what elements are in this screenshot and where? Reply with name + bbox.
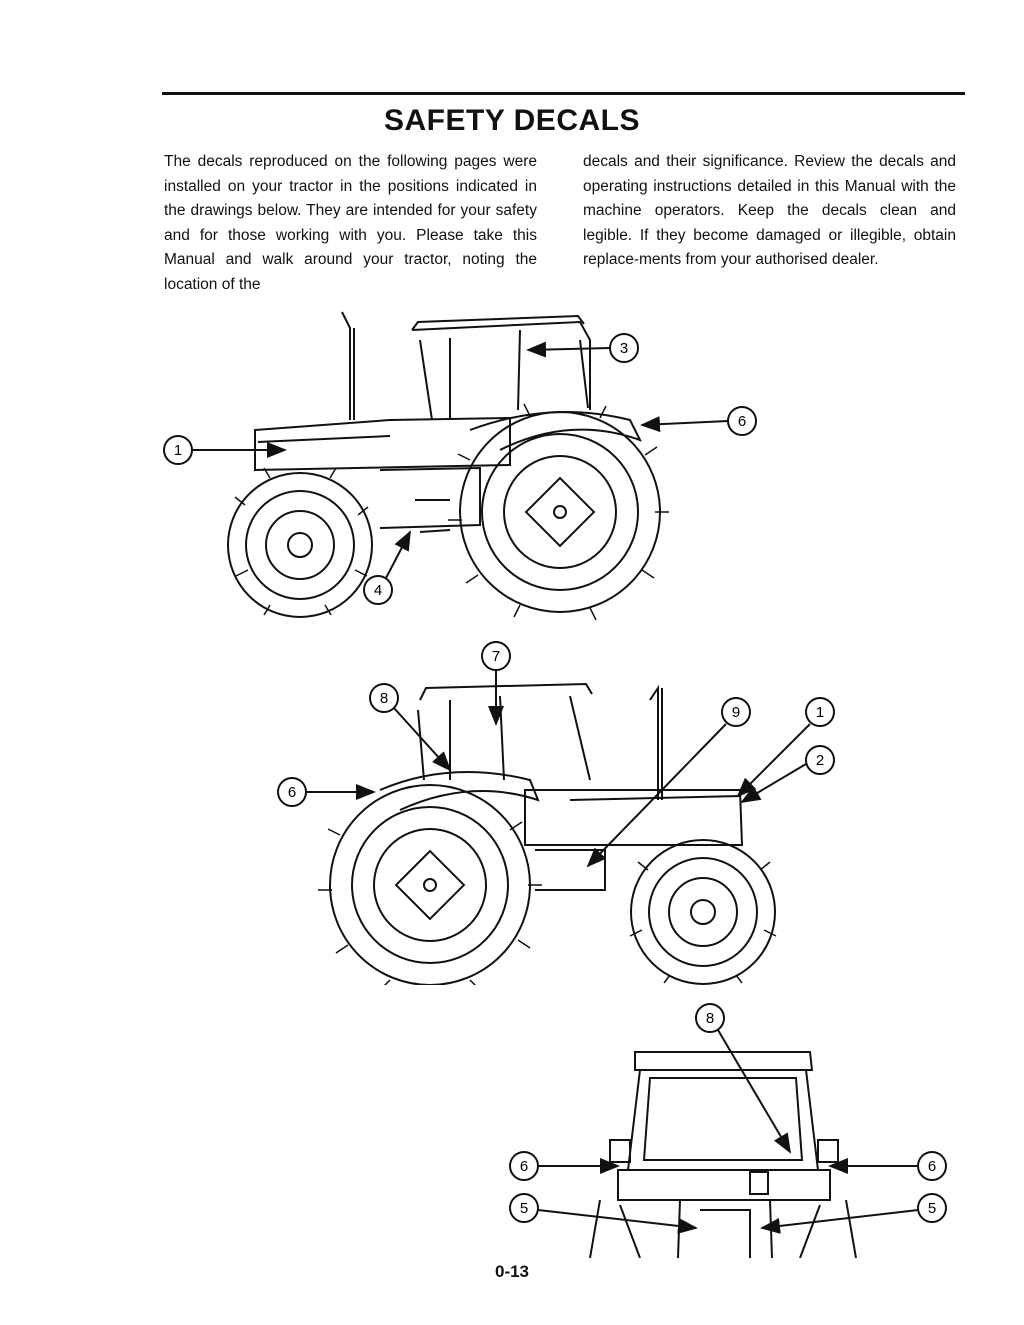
tractor-rear-figure: 8 6 5 6 5 [509, 1003, 947, 1258]
callout-5: 5 [520, 1200, 528, 1217]
intro-left-column: The decals reproduced on the following p… [164, 150, 537, 297]
intro-right-column: decals and their significance. Review th… [583, 150, 956, 273]
callout-3: 3 [620, 340, 628, 357]
callout-8b: 8 [706, 1010, 714, 1027]
callout-group-left: 1 3 4 6 [163, 333, 757, 605]
callout-1: 1 [174, 442, 182, 459]
callout-group-rear: 8 6 5 6 5 [509, 1003, 947, 1234]
tractor-right-side-figure: 7 8 9 1 2 6 [277, 641, 835, 985]
callout-6d: 6 [928, 1158, 936, 1175]
callout-8: 8 [380, 690, 388, 707]
callout-2: 2 [816, 752, 824, 769]
header-rule [162, 92, 965, 95]
page-number: 0-13 [494, 1262, 530, 1281]
tractor-left-side-figure: 1 3 4 6 [163, 311, 757, 620]
callout-5b: 5 [928, 1200, 936, 1217]
page-title: SAFETY DECALS [384, 104, 640, 137]
callout-1b: 1 [816, 704, 824, 721]
callout-4: 4 [374, 582, 382, 599]
callout-6b: 6 [288, 784, 296, 801]
intro-left-text: The decals reproduced on the following p… [164, 153, 537, 293]
intro-right-text: decals and their significance. Review th… [583, 153, 956, 268]
callout-group-right: 7 8 9 1 2 6 [277, 641, 835, 868]
callout-7: 7 [492, 648, 500, 665]
callout-9: 9 [732, 704, 740, 721]
callout-6c: 6 [520, 1158, 528, 1175]
callout-6: 6 [738, 413, 746, 430]
